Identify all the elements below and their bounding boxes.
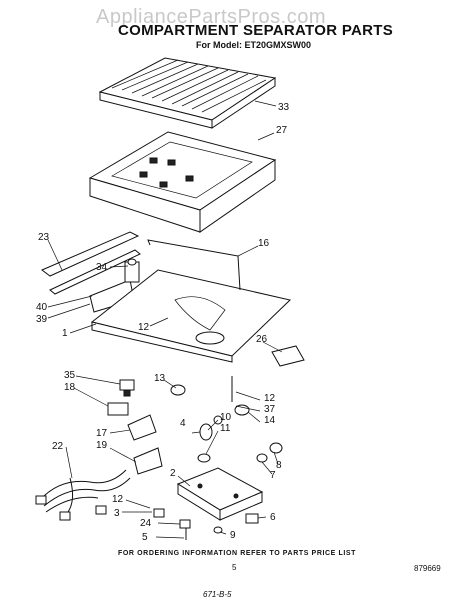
callout-40: 40 (36, 302, 48, 313)
callout-13: 13 (154, 373, 166, 384)
watermark-text: AppliancePartsPros.com (96, 6, 326, 28)
callout-4: 4 (180, 418, 186, 429)
callout-labels: 33 27 23 16 34 40 39 1 12 26 35 18 13 12… (36, 102, 290, 543)
document-number: 879669 (414, 564, 441, 573)
callout-8: 8 (276, 460, 282, 471)
hinge-part (107, 379, 135, 416)
callout-18: 18 (64, 382, 76, 393)
callout-16: 16 (258, 238, 270, 249)
callout-27: 27 (276, 125, 288, 136)
callout-9: 9 (230, 530, 236, 541)
grille-cover-part (98, 57, 277, 129)
callout-17: 17 (96, 428, 108, 439)
control-housing-part (127, 414, 163, 475)
callout-23: 23 (38, 232, 50, 243)
model-line: For Model: ET20GMXSW00 (196, 40, 312, 50)
callout-19: 19 (96, 440, 108, 451)
callout-24: 24 (140, 518, 152, 529)
callout-12b: 12 (264, 393, 276, 404)
page-number: 5 (232, 563, 237, 572)
callout-35: 35 (64, 370, 76, 381)
callout-33: 33 (278, 102, 290, 113)
date-stamp: 671-B-5 (203, 590, 232, 599)
wire-harness-part (35, 469, 131, 521)
callout-2: 2 (170, 468, 176, 479)
callout-10: 10 (220, 412, 232, 423)
ordering-note: FOR ORDERING INFORMATION REFER TO PARTS … (118, 550, 357, 557)
trim-strip-part (41, 231, 141, 313)
separator-panel-part (90, 239, 292, 363)
callout-26: 26 (256, 334, 268, 345)
callout-14: 14 (264, 415, 276, 426)
callout-6: 6 (270, 512, 276, 523)
callout-1: 1 (62, 328, 68, 339)
callout-22: 22 (52, 441, 64, 452)
fasteners-part (153, 508, 259, 540)
diagram-title: COMPARTMENT SEPARATOR PARTS (118, 22, 394, 39)
callout-34: 34 (96, 262, 108, 273)
callout-37: 37 (264, 404, 276, 415)
callout-39: 39 (36, 314, 48, 325)
callout-11: 11 (220, 423, 231, 434)
callout-12c: 12 (112, 494, 124, 505)
callout-5: 5 (142, 532, 148, 543)
small-fittings-part (170, 376, 283, 463)
leader-lines (47, 100, 283, 539)
callout-12: 12 (138, 322, 150, 333)
base-bracket-part (176, 467, 264, 521)
callout-7: 7 (270, 470, 276, 481)
callout-3: 3 (114, 508, 120, 519)
separator-frame-part (88, 131, 277, 233)
